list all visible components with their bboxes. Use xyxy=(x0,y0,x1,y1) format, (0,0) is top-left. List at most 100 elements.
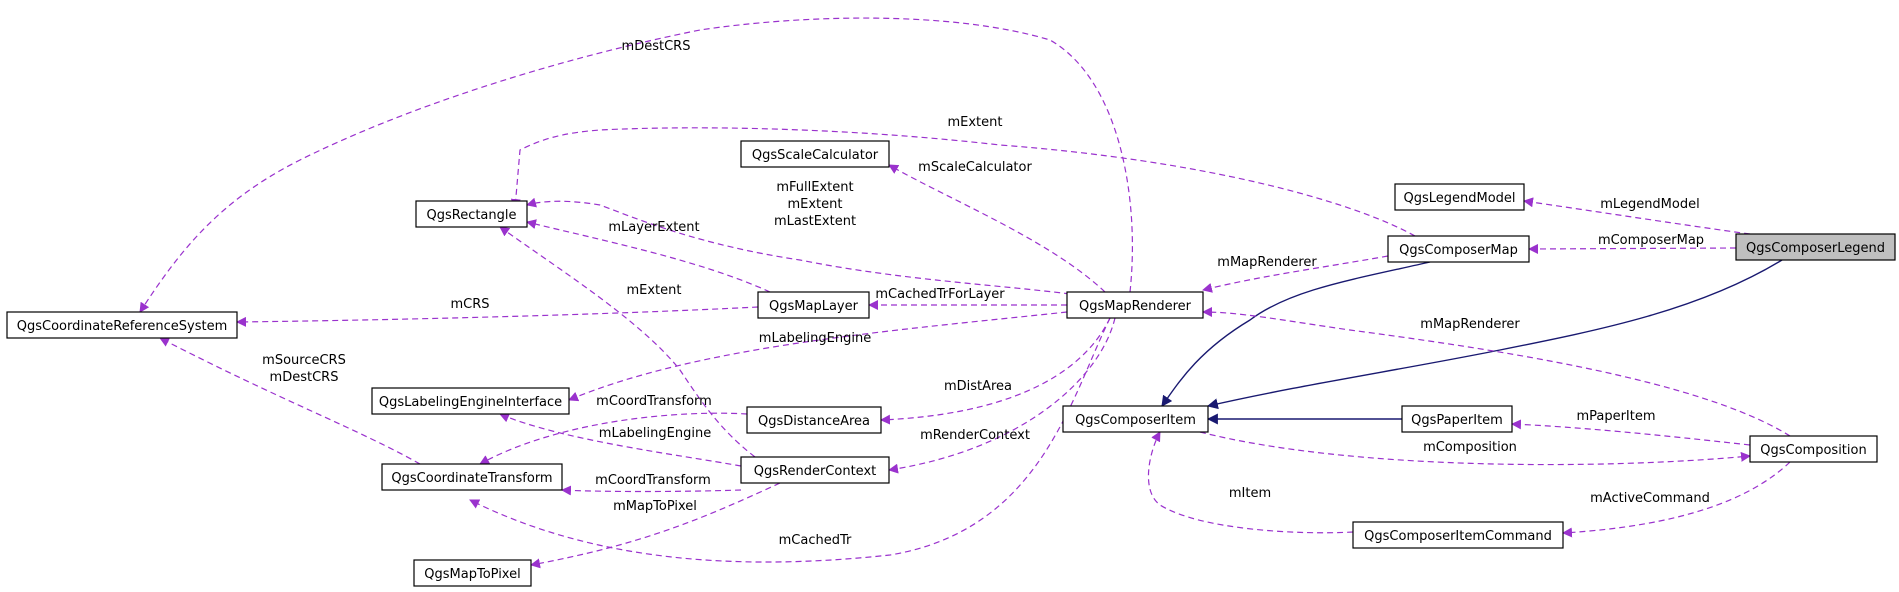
node-label-legendModel: QgsLegendModel xyxy=(1403,191,1515,206)
node-box-mapToPixel xyxy=(413,559,532,587)
edge-label-e-ctx-rect: mExtent xyxy=(626,283,681,298)
edge-label-e-ctx-trans: mCoordTransform xyxy=(595,473,711,488)
edge-e-comp-paper xyxy=(1511,419,1751,446)
node-box-labeling xyxy=(371,387,570,415)
node-distArea[interactable]: QgsDistanceArea xyxy=(746,406,882,434)
node-rectangle[interactable]: QgsRectangle xyxy=(415,200,528,228)
edge-label-e-item-comp: mComposition xyxy=(1423,440,1517,455)
edge-label-e-map-extent: mExtent xyxy=(947,115,1002,130)
node-label-mapLayer: QgsMapLayer xyxy=(769,299,859,314)
node-box-itemCommand xyxy=(1352,521,1564,549)
node-label-composition: QgsComposition xyxy=(1760,443,1866,458)
node-label-composerMap: QgsComposerMap xyxy=(1399,243,1518,258)
edge-e-map-inherit xyxy=(1161,261,1431,407)
node-box-crs xyxy=(6,311,238,339)
edge-e-ctx-rect xyxy=(499,226,756,458)
node-crs[interactable]: QgsCoordinateReferenceSystem xyxy=(6,311,238,339)
edge-e-layer-rect xyxy=(526,219,771,293)
node-composerItem[interactable]: QgsComposerItem xyxy=(1062,405,1209,433)
edge-label-e-comp-renderer: mMapRenderer xyxy=(1420,317,1520,332)
node-scaleCalc[interactable]: QgsScaleCalculator xyxy=(740,140,890,168)
node-label-rectangle: QgsRectangle xyxy=(426,208,516,223)
edge-label-e-r-label: mLabelingEngine xyxy=(759,331,871,346)
edge-e-r-trans xyxy=(469,317,1111,563)
edge-e-r-scale xyxy=(888,164,1106,293)
edge-e-ctx-label xyxy=(499,412,742,467)
node-label-mapRenderer: QgsMapRenderer xyxy=(1079,299,1192,314)
edge-label-e-comp-cmd: mActiveCommand xyxy=(1590,491,1710,506)
node-box-distArea xyxy=(746,406,882,434)
node-mapToPixel[interactable]: QgsMapToPixel xyxy=(413,559,532,587)
node-label-legend: QgsComposerLegend xyxy=(1746,241,1885,256)
edge-label-e-r-dist: mDistArea xyxy=(944,379,1012,394)
nodes-layer: QgsComposerLegend QgsLegendModelQgsCompos… xyxy=(6,140,1896,587)
edge-label-e-ctx-label: mLabelingEngine xyxy=(599,426,711,441)
edge-e-legendmodel xyxy=(1523,197,1751,235)
edges-layer xyxy=(139,17,1791,569)
node-box-composition xyxy=(1749,435,1878,463)
node-box-composerMap xyxy=(1387,235,1530,263)
edge-e-comp-cmd xyxy=(1562,461,1791,538)
node-renderCtx[interactable]: QgsRenderContext xyxy=(740,456,890,484)
edge-label-e-map-renderer: mMapRenderer xyxy=(1217,255,1317,270)
edge-e-r-ctx xyxy=(888,317,1116,474)
edge-label-e-r-scale: mScaleCalculator xyxy=(918,160,1032,175)
node-box-mapRenderer xyxy=(1066,291,1204,319)
node-label-itemCommand: QgsComposerItemCommand xyxy=(1364,529,1552,544)
node-box-legend xyxy=(1735,233,1896,261)
node-label-composerItem: QgsComposerItem xyxy=(1075,413,1196,428)
edge-label-e-r-ctx: mRenderContext xyxy=(920,428,1030,443)
edge-e-comp-renderer xyxy=(1202,307,1791,437)
node-coordTrans[interactable]: QgsCoordinateTransform xyxy=(381,463,563,491)
node-box-paperItem xyxy=(1401,405,1513,433)
edge-e-cmd-item xyxy=(1147,431,1354,534)
edge-e-composermap xyxy=(1528,243,1737,254)
node-composition[interactable]: QgsComposition xyxy=(1749,435,1878,463)
node-composerMap[interactable]: QgsComposerMap xyxy=(1387,235,1530,263)
edge-label-e-layer-rect: mLayerExtent xyxy=(608,220,699,235)
node-label-coordTrans: QgsCoordinateTransform xyxy=(391,471,552,486)
node-box-coordTrans xyxy=(381,463,563,491)
edge-e-r-crs xyxy=(139,17,1134,313)
node-box-legendModel xyxy=(1394,183,1525,211)
node-paperItem[interactable]: QgsPaperItem xyxy=(1401,405,1513,433)
node-label-crs: QgsCoordinateReferenceSystem xyxy=(17,319,227,334)
node-box-composerItem xyxy=(1062,405,1209,433)
node-box-renderCtx xyxy=(740,456,890,484)
node-itemCommand[interactable]: QgsComposerItemCommand xyxy=(1352,521,1564,549)
edge-label-e-cmd-item: mItem xyxy=(1229,486,1271,501)
edge-e-ctx-trans xyxy=(561,485,742,496)
node-legendModel[interactable]: QgsLegendModel xyxy=(1394,183,1525,211)
node-label-labeling: QgsLabelingEngineInterface xyxy=(379,395,562,410)
edge-e-ctx-pixel xyxy=(530,482,781,569)
edge-e-legend-inherit xyxy=(1206,259,1783,410)
edge-e-r-label xyxy=(568,311,1068,402)
node-mapRenderer[interactable]: QgsMapRenderer xyxy=(1066,291,1204,319)
edge-label-e-r-layer: mCachedTrForLayer xyxy=(875,287,1005,302)
node-labeling[interactable]: QgsLabelingEngineInterface xyxy=(371,387,570,415)
edge-e-r-rect xyxy=(526,197,1071,295)
node-box-mapLayer xyxy=(757,291,870,319)
edge-labels-layer: mLegendModel mComposerMap mMapRenderer mExt… xyxy=(262,39,1710,548)
node-box-rectangle xyxy=(415,200,528,228)
edge-e-map-extent xyxy=(510,127,1416,237)
edge-e-layer-crs xyxy=(236,306,759,327)
node-label-mapToPixel: QgsMapToPixel xyxy=(424,567,520,582)
edge-e-map-renderer xyxy=(1202,255,1389,293)
node-legend[interactable]: QgsComposerLegend xyxy=(1735,233,1896,261)
edge-label-e-composermap: mComposerMap xyxy=(1598,233,1704,248)
node-label-renderCtx: QgsRenderContext xyxy=(754,464,876,479)
edge-e-r-dist xyxy=(880,317,1111,425)
node-box-scaleCalc xyxy=(740,140,890,168)
node-label-distArea: QgsDistanceArea xyxy=(758,414,870,429)
node-label-paperItem: QgsPaperItem xyxy=(1411,413,1503,428)
edge-label-e-r-trans: mCachedTr xyxy=(779,533,852,548)
edge-label-e-r-crs: mDestCRS xyxy=(622,39,691,54)
edge-label-e-layer-crs: mCRS xyxy=(450,297,489,312)
node-mapLayer[interactable]: QgsMapLayer xyxy=(757,291,870,319)
node-label-scaleCalc: QgsScaleCalculator xyxy=(752,148,879,163)
edge-label-e-legendmodel: mLegendModel xyxy=(1600,197,1699,212)
